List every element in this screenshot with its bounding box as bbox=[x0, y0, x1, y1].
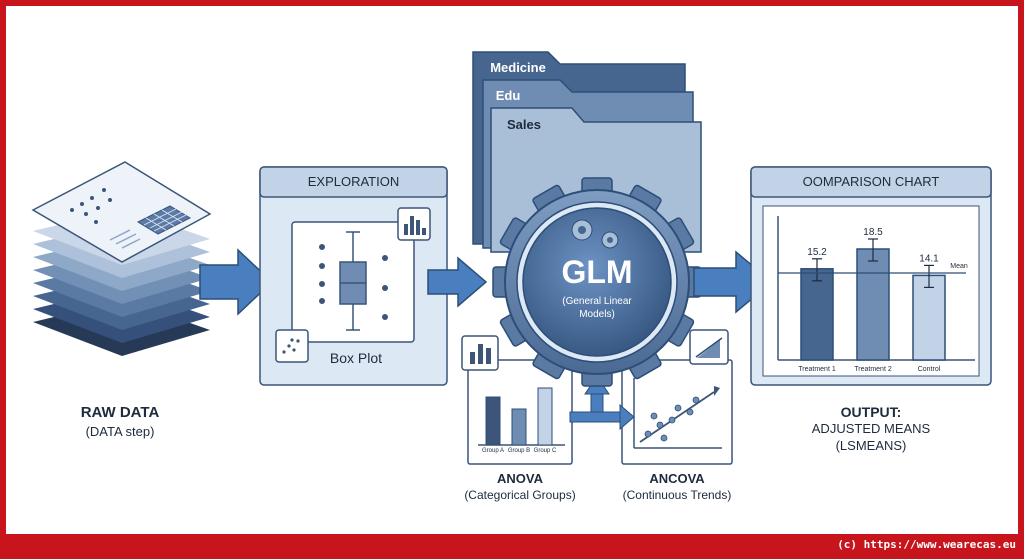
scatter-icon bbox=[275, 329, 309, 363]
category-label: Treatment 1 bbox=[798, 366, 836, 373]
category-label: Treatment 2 bbox=[854, 366, 892, 373]
exploration-header: EXPLORATION bbox=[307, 174, 400, 189]
trend-icon bbox=[689, 329, 729, 365]
ancova-title: ANCOVA bbox=[649, 471, 705, 486]
exploration-panel bbox=[259, 166, 448, 386]
output-title: OUTPUT: bbox=[840, 404, 902, 420]
data-label: 14.1 bbox=[919, 253, 939, 264]
raw-data-subtitle: (DATA step) bbox=[85, 424, 155, 439]
anova-panel bbox=[461, 335, 573, 465]
data-label: 15.2 bbox=[807, 247, 827, 258]
anova-title: ANOVA bbox=[497, 471, 543, 486]
folder-label-sales: Sales bbox=[507, 117, 541, 132]
glm-subtitle-line1: (General Linear bbox=[562, 296, 632, 307]
anova-group-c: Group C bbox=[533, 448, 557, 454]
arrow-to-glm-icon bbox=[427, 256, 488, 308]
arrow-to-exploration-icon bbox=[199, 248, 274, 316]
ancova-panel bbox=[621, 329, 733, 465]
glm-gear-icon bbox=[492, 177, 702, 387]
mean-label: Mean bbox=[950, 263, 968, 270]
output-line1: ADJUSTED MEANS bbox=[811, 421, 931, 436]
anova-group-b: Group B bbox=[507, 448, 531, 454]
anova-group-a: Group A bbox=[481, 448, 504, 454]
anova-subtitle: (Categorical Groups) bbox=[464, 488, 576, 502]
chart-bar bbox=[856, 248, 890, 361]
bar-chart-icon bbox=[461, 335, 499, 371]
glm-subtitle-line2: Models) bbox=[579, 309, 615, 320]
comparison-header: OOMPARISON CHART bbox=[802, 174, 940, 189]
folder-label-medicine: Medicine bbox=[490, 60, 546, 75]
chart-bar bbox=[912, 274, 946, 361]
chart-bar bbox=[800, 268, 834, 361]
raw-data-stack-icon bbox=[31, 161, 212, 356]
copyright-footer: (c) https://www.wearecas.eu bbox=[837, 538, 1016, 551]
glm-title: GLM bbox=[561, 254, 633, 290]
box-plot-icon bbox=[339, 231, 367, 331]
ancova-subtitle: (Continuous Trends) bbox=[622, 488, 732, 502]
histogram-icon bbox=[397, 207, 431, 241]
raw-data-title: RAW DATA bbox=[80, 404, 160, 421]
folder-label-edu: Edu bbox=[495, 88, 521, 103]
data-label: 18.5 bbox=[863, 227, 883, 238]
category-label: Control bbox=[918, 366, 941, 373]
output-line2: (LSMEANS) bbox=[835, 438, 907, 453]
box-plot-caption: Box Plot bbox=[329, 350, 383, 366]
